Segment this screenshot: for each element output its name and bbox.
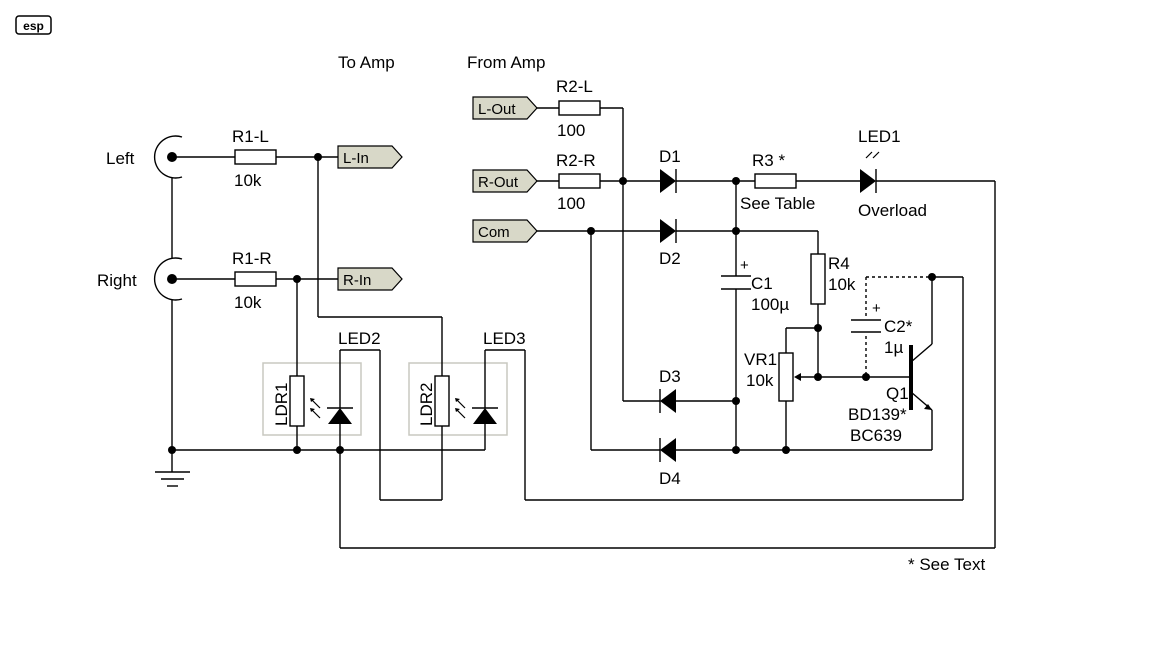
- led1-light-arrows: [865, 151, 880, 159]
- footnote-see-text: * See Text: [908, 555, 985, 574]
- led2-label: LED2: [338, 329, 381, 348]
- optocoupler-box-2: [408, 362, 508, 436]
- esp-logo: esp: [15, 15, 52, 35]
- r2-r-ref: R2-R: [556, 151, 596, 170]
- svg-text:R-In: R-In: [343, 272, 371, 289]
- q1-ref: Q1: [886, 384, 909, 403]
- resistor-r2-r: [558, 173, 601, 189]
- port-l-out: L-Out: [472, 96, 538, 120]
- c2-value: 1µ: [884, 338, 903, 357]
- r1-l-ref: R1-L: [232, 127, 269, 146]
- logo-text: esp: [23, 19, 44, 33]
- ground-symbol: [155, 471, 190, 487]
- vr1-ref: VR1: [744, 350, 777, 369]
- ldr1-light-arrows: [310, 398, 321, 419]
- d2-label: D2: [659, 249, 681, 268]
- r2-l-ref: R2-L: [556, 77, 593, 96]
- r3-value: See Table: [740, 194, 815, 213]
- left-input-label: Left: [106, 149, 135, 168]
- resistor-r2-l: [558, 100, 601, 116]
- c2-polarity: +: [872, 300, 881, 317]
- diode-d2: [660, 219, 676, 243]
- port-r-in: R-In: [337, 267, 403, 291]
- transistor-q1: [866, 276, 963, 450]
- resistor-r1-r: [234, 271, 277, 287]
- right-input-label: Right: [97, 271, 137, 290]
- diode-d3: [660, 389, 676, 413]
- svg-text:L-In: L-In: [343, 150, 369, 167]
- ldr2-body: [434, 375, 450, 427]
- port-l-in: L-In: [337, 145, 403, 169]
- ldr1-label: LDR1: [272, 383, 291, 426]
- led1-symbol: [860, 169, 876, 193]
- c1-ref: C1: [751, 274, 773, 293]
- led1-overload-label: Overload: [858, 201, 927, 220]
- resistor-r4: [810, 253, 826, 305]
- d4-label: D4: [659, 469, 681, 488]
- vr1-value: 10k: [746, 371, 774, 390]
- port-r-out: R-Out: [472, 169, 538, 193]
- header-to-amp: To Amp: [338, 53, 395, 72]
- led1-label: LED1: [858, 127, 901, 146]
- r1-l-value: 10k: [234, 171, 262, 190]
- r2-r-value: 100: [557, 194, 585, 213]
- ldr2-light-arrows: [455, 398, 466, 419]
- resistor-r1-l: [234, 149, 277, 165]
- svg-text:R-Out: R-Out: [478, 174, 519, 191]
- ldr1-body: [289, 375, 305, 427]
- svg-text:Com: Com: [478, 224, 510, 241]
- port-com: Com: [472, 219, 538, 243]
- r4-value: 10k: [828, 275, 856, 294]
- r3-ref: R3 *: [752, 151, 785, 170]
- header-from-amp: From Amp: [467, 53, 545, 72]
- potentiometer-vr1: [778, 352, 794, 402]
- c1-polarity: +: [740, 257, 749, 274]
- d1-label: D1: [659, 147, 681, 166]
- r1-r-ref: R1-R: [232, 249, 272, 268]
- led3-label: LED3: [483, 329, 526, 348]
- ldr2-label: LDR2: [417, 383, 436, 426]
- q1-value: BD139*: [848, 405, 907, 424]
- optocoupler-box-1: [262, 362, 362, 436]
- d3-label: D3: [659, 367, 681, 386]
- svg-text:L-Out: L-Out: [478, 101, 516, 118]
- diode-d1: [660, 169, 676, 193]
- junction-dots: [168, 153, 936, 454]
- c2-ref: C2*: [884, 317, 913, 336]
- c1-value: 100µ: [751, 295, 789, 314]
- q1-alt: BC639: [850, 426, 902, 445]
- resistor-r3: [754, 173, 797, 189]
- diode-d4: [660, 438, 676, 462]
- r4-ref: R4: [828, 254, 850, 273]
- r1-r-value: 10k: [234, 293, 262, 312]
- r2-l-value: 100: [557, 121, 585, 140]
